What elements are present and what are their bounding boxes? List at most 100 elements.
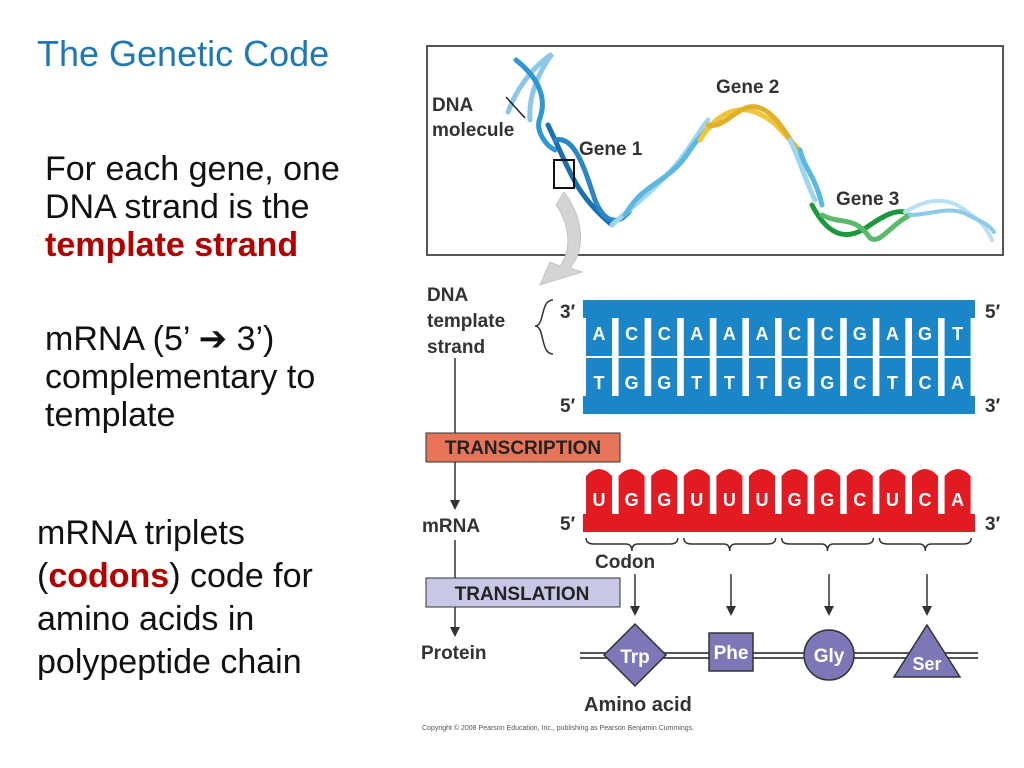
mrna-base: G <box>625 490 639 510</box>
template-base: C <box>658 324 671 344</box>
complement-3prime: 3′ <box>985 396 1001 417</box>
complement-base-tile <box>586 358 612 396</box>
mrna-base: C <box>853 490 866 510</box>
dna-molecule-label: molecule <box>432 120 514 141</box>
amino-acid-trp: Trp <box>620 647 650 668</box>
dna-helix <box>505 51 996 242</box>
template-base-tile <box>879 318 906 356</box>
template-base: G <box>853 324 867 344</box>
template-base-tile <box>618 318 645 356</box>
mrna-base: U <box>756 490 769 510</box>
codon-brace <box>585 537 679 552</box>
codon-brace <box>683 537 777 552</box>
dna-molecule-label: DNA <box>432 95 473 116</box>
mrna-base-tile <box>912 469 938 514</box>
amino-acid-phe: Phe <box>714 643 749 664</box>
template-label: strand <box>427 337 485 358</box>
mrna-base-tile <box>944 469 971 514</box>
template-base-tile <box>651 318 678 356</box>
template-label: template <box>427 311 505 332</box>
transcription-box <box>425 432 621 463</box>
amino-acid-ser-triangle <box>892 623 962 678</box>
mrna-base: G <box>788 490 802 510</box>
translation-label: TRANSLATION <box>455 584 590 605</box>
template-base: A <box>886 324 899 344</box>
complement-base: G <box>625 373 639 393</box>
template-base-tile <box>781 318 808 356</box>
slide-title: The Genetic Code <box>37 33 330 74</box>
template-base-tile <box>846 318 873 356</box>
template-base: A <box>593 324 606 344</box>
complement-base: G <box>788 373 802 393</box>
mrna-base-tile <box>716 469 743 514</box>
mrna-backbone <box>583 514 975 532</box>
translation-box <box>425 577 621 608</box>
mrna-base: U <box>886 490 899 510</box>
mrna-base: G <box>657 490 671 510</box>
codon-arrowhead <box>922 606 932 616</box>
transcription-label: TRANSCRIPTION <box>445 438 601 459</box>
template-base: A <box>690 324 703 344</box>
complement-base-tile <box>651 358 678 396</box>
zoom-arrow <box>539 191 584 286</box>
mrna-base-tile <box>814 469 841 514</box>
bullet-open-paren: ( <box>37 557 49 595</box>
complement-base-tile <box>716 358 743 396</box>
complement-base: T <box>724 373 735 393</box>
template-backbone <box>583 300 975 318</box>
complement-base: C <box>853 373 866 393</box>
bullet-text: ) code for <box>169 557 313 595</box>
template-base: C <box>788 324 801 344</box>
flow-arrowhead <box>450 627 460 637</box>
bullet-line: DNA strand is the <box>45 188 310 226</box>
bullet-highlight: template strand <box>45 226 299 264</box>
codon-label: Codon <box>595 552 655 573</box>
complement-base-tile <box>912 358 938 396</box>
mrna-label: mRNA <box>422 516 480 537</box>
mrna-base: U <box>690 490 703 510</box>
mrna-5prime: 5′ <box>560 514 576 535</box>
complement-base: T <box>594 373 605 393</box>
bullet-line: polypeptide chain <box>37 643 302 681</box>
bullet-mrna-direction: mRNA (5’ ➔ 3’) complementary to template <box>45 320 405 434</box>
template-base: G <box>918 324 932 344</box>
gene1-label: Gene 1 <box>579 139 643 160</box>
codon-braces <box>585 537 972 552</box>
bullet-template-strand: For each gene, one DNA strand is the tem… <box>45 150 405 264</box>
gene3-helix <box>809 202 908 238</box>
complement-base-tile <box>944 358 971 396</box>
mrna-base: U <box>723 490 736 510</box>
codon-brace <box>780 537 875 552</box>
template-5prime: 5′ <box>985 302 1001 323</box>
amino-acid-trp-diamond <box>602 622 668 688</box>
bullet-line: (codons) code for <box>37 555 397 598</box>
flow-arrowhead <box>450 500 460 510</box>
mrna-base-tile <box>749 469 775 514</box>
bullet-line: template <box>45 396 176 434</box>
mrna-base-tile <box>651 469 678 514</box>
codon-arrowhead <box>824 606 834 616</box>
protein-label: Protein <box>421 643 486 664</box>
amino-acid-label: Amino acid <box>584 694 692 716</box>
template-base: A <box>756 324 769 344</box>
complement-base: C <box>919 373 932 393</box>
mrna-base: U <box>593 490 606 510</box>
codon-arrowhead <box>630 606 640 616</box>
template-base-tile <box>586 318 612 356</box>
dna-molecule-pointer <box>505 96 526 119</box>
complement-base: G <box>820 373 834 393</box>
complement-base-tile <box>781 358 808 396</box>
complement-base: T <box>757 373 768 393</box>
bullet-highlight: codons <box>48 557 170 595</box>
zoom-box <box>553 159 575 189</box>
complement-base: G <box>657 373 671 393</box>
complement-backbone <box>583 396 975 414</box>
gene3-label: Gene 3 <box>836 189 899 210</box>
template-base: C <box>821 324 834 344</box>
mrna-base-tile <box>846 469 873 514</box>
mrna-3prime: 3′ <box>985 514 1001 535</box>
complement-base: T <box>887 373 898 393</box>
complement-base-tile <box>879 358 906 396</box>
mrna-base-tile <box>781 469 808 514</box>
